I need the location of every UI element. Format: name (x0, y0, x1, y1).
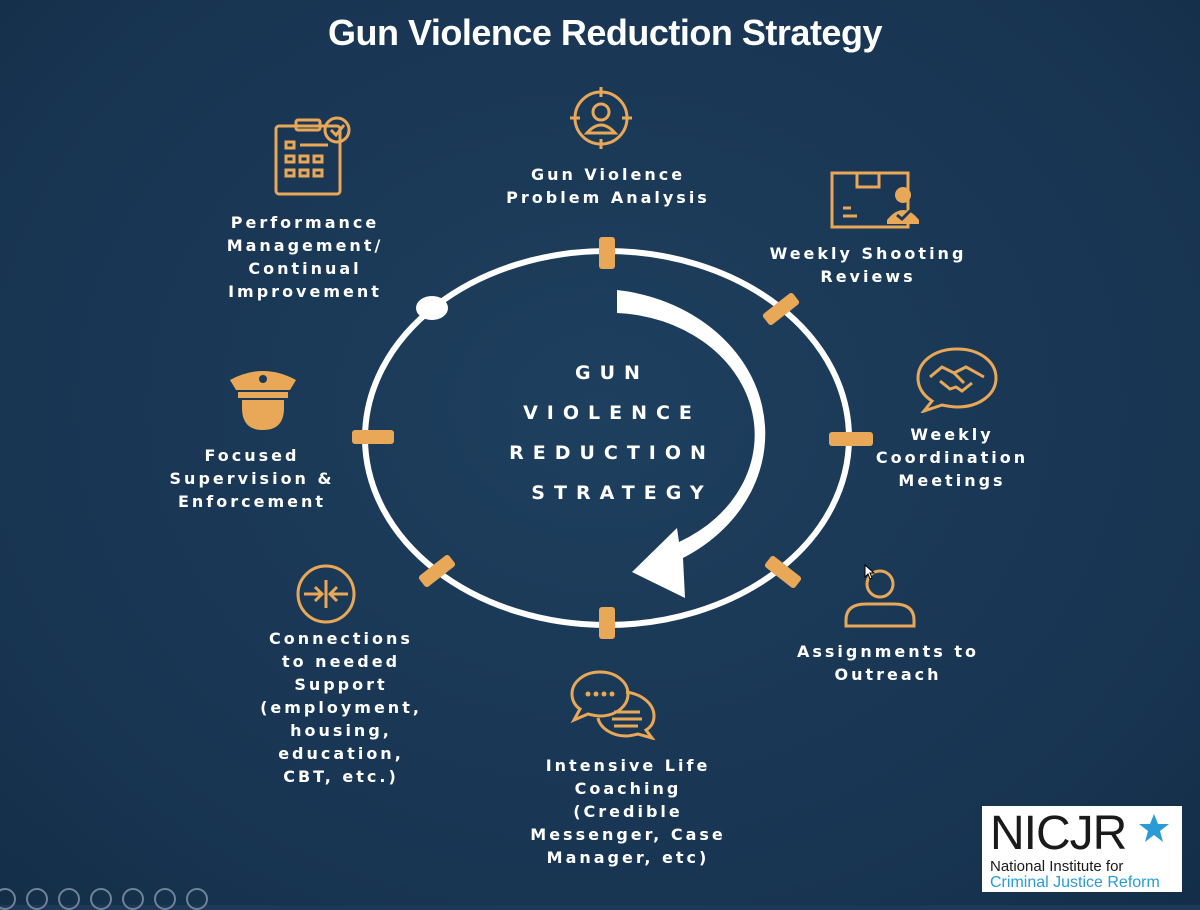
handshake-icon (916, 347, 998, 413)
slide-title: Gun Violence Reduction Strategy (328, 12, 882, 53)
tick-lower-left (418, 554, 456, 588)
clipboard-check-icon (274, 116, 351, 196)
cycle-direction-arrow (617, 290, 766, 598)
arrows-inward-icon (296, 564, 356, 624)
person-icon (844, 569, 916, 628)
center-line-2: VIOLENCE (523, 402, 701, 424)
target-person-icon (570, 87, 632, 149)
mouse-cursor-icon (864, 564, 876, 580)
more-options-icon[interactable] (186, 888, 208, 910)
chat-bubbles-icon (570, 670, 656, 740)
logo-line-1: National Institute for (990, 858, 1124, 875)
cycle-ticks (352, 237, 873, 639)
logo-line-2: Criminal Justice Reform (990, 874, 1160, 891)
slides-grid-icon[interactable] (90, 888, 112, 910)
center-line-3: REDUCTION (509, 442, 715, 464)
tick-lower-right (764, 555, 802, 589)
police-officer-icon (230, 371, 296, 430)
star-icon (1139, 814, 1169, 842)
nicjr-logo: NICJR National Institute for Criminal Ju… (982, 806, 1182, 892)
next-slide-icon[interactable] (26, 888, 48, 910)
tick-bottom (599, 607, 615, 639)
tick-top (599, 237, 615, 269)
logo-wordmark: NICJR (990, 807, 1127, 860)
previous-slide-icon[interactable] (0, 888, 16, 910)
zoom-icon[interactable] (122, 888, 144, 910)
pen-icon[interactable] (58, 888, 80, 910)
tick-right (829, 432, 873, 446)
center-line-4: STRATEGY (531, 482, 713, 504)
subtitles-icon[interactable] (154, 888, 176, 910)
tick-left (352, 430, 394, 444)
tick-upper-left-dot (416, 296, 448, 320)
case-file-icon (830, 171, 919, 229)
tick-upper-right (762, 292, 800, 326)
center-line-1: GUN (575, 362, 649, 384)
